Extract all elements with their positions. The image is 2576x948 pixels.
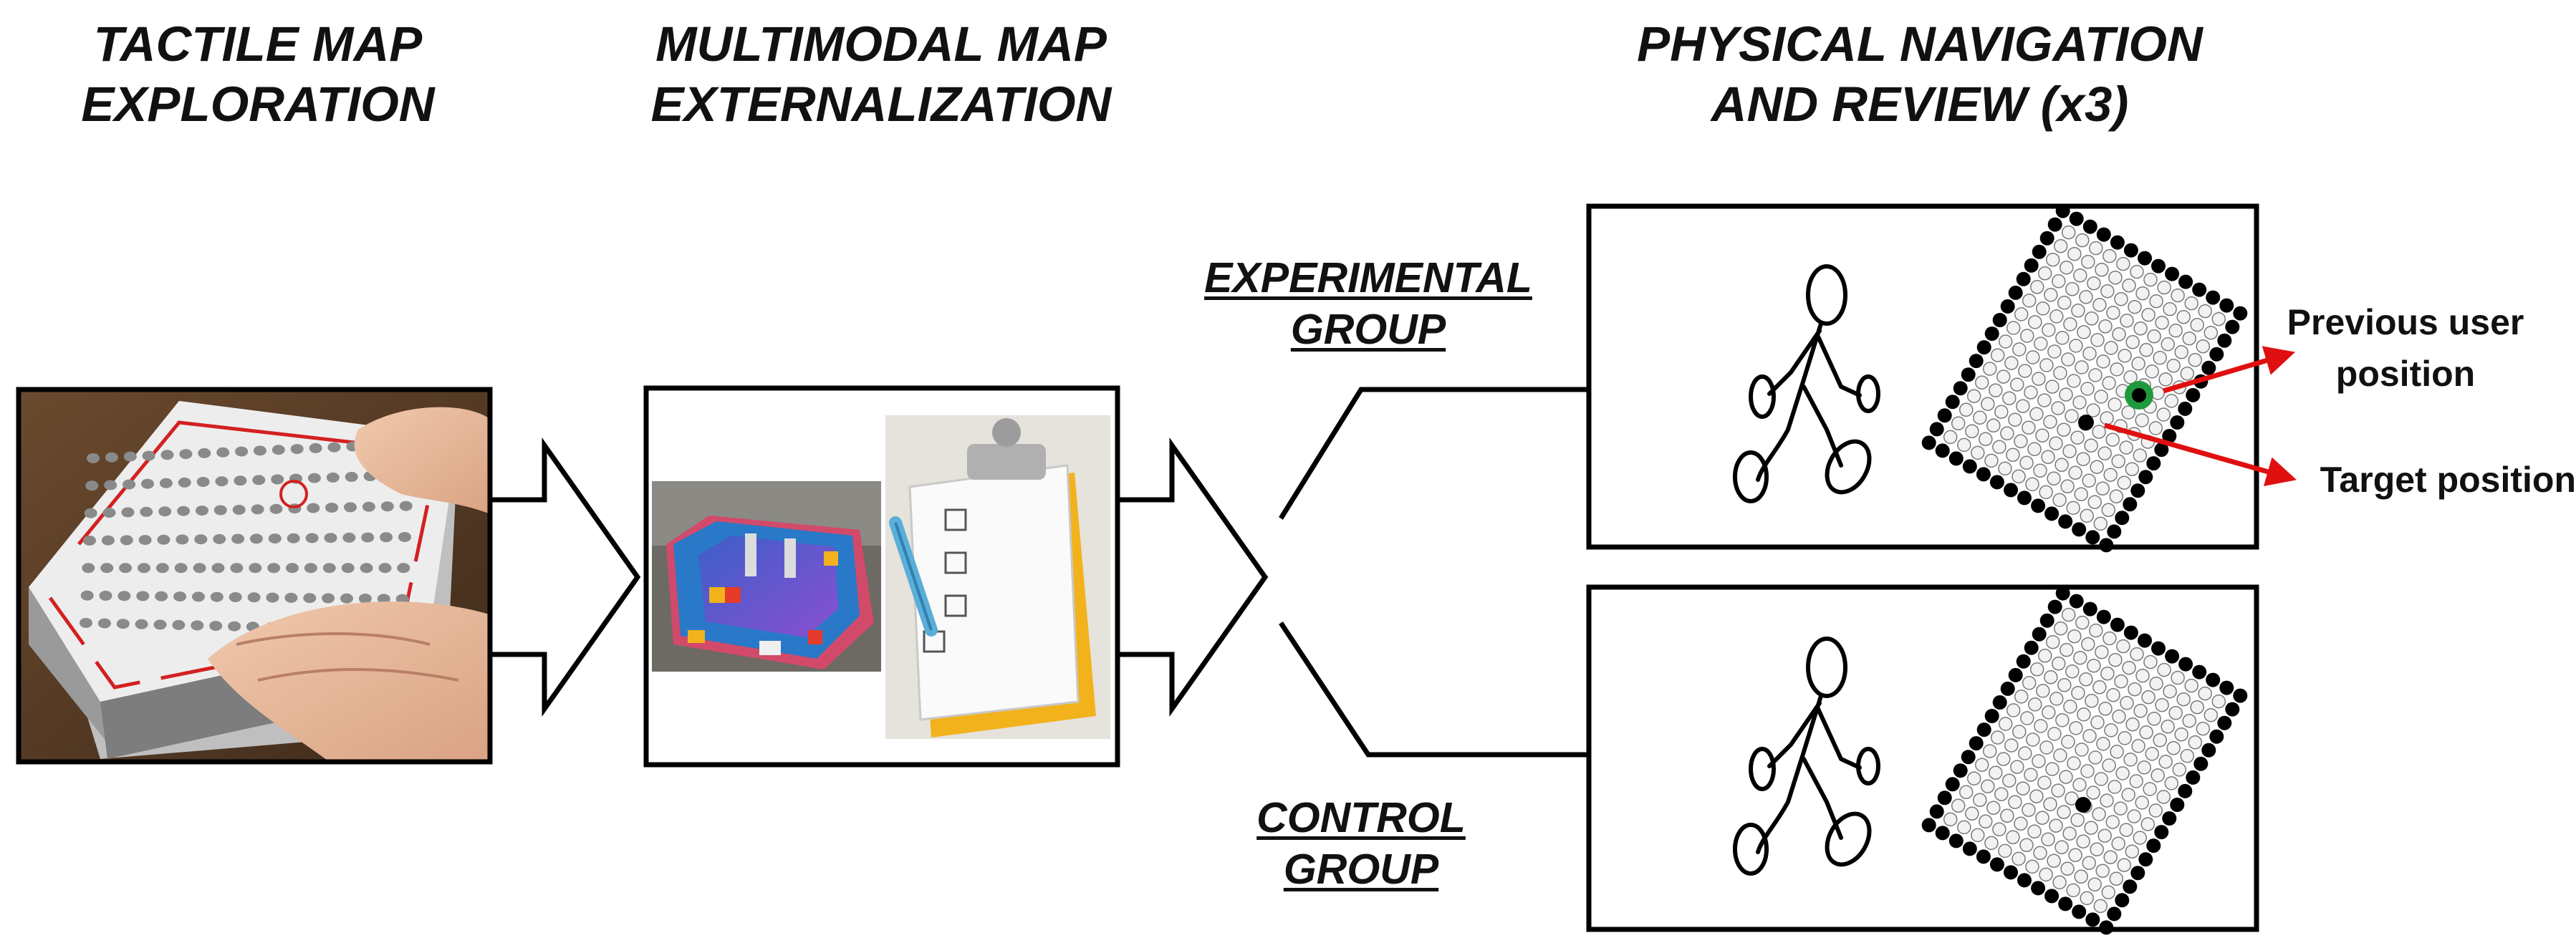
target-position-marker [2078,415,2094,430]
target-position-marker [2075,797,2091,813]
flow-arrow-2 [1115,437,1269,717]
navigation-map-grid-experimental [1921,203,2248,553]
label-previous-user-position: Previous user position [2287,302,2524,394]
label-experimental-group: EXPERIMENTAL GROUP [1204,254,1532,353]
label-control-group: CONTROL GROUP [1256,794,1466,893]
label-target-position: Target position [2320,460,2576,500]
experimental-panel [1586,203,2259,550]
tactile-pin-grid [80,439,415,635]
header-physical-navigation-review: PHYSICAL NAVIGATION AND REVIEW (x3) [1637,16,2203,132]
lego-map-model-photo [652,481,881,672]
arrow-to-target-position [2104,422,2297,487]
header-tactile-map-exploration: TACTILE MAP EXPLORATION [81,16,435,132]
branch-line-control [1279,621,1589,758]
branch-line-experimental [1279,387,1589,520]
arrow-to-previous-position [2163,346,2296,394]
walking-person-icon [1733,637,1880,876]
clipboard-checklist-icon [885,415,1110,739]
flow-arrow-1 [487,437,641,717]
walking-person-icon [1733,264,1880,503]
header-multimodal-map-externalization: MULTIMODAL MAP EXTERNALIZATION [650,16,1112,132]
tactile-map-photo [16,387,493,765]
